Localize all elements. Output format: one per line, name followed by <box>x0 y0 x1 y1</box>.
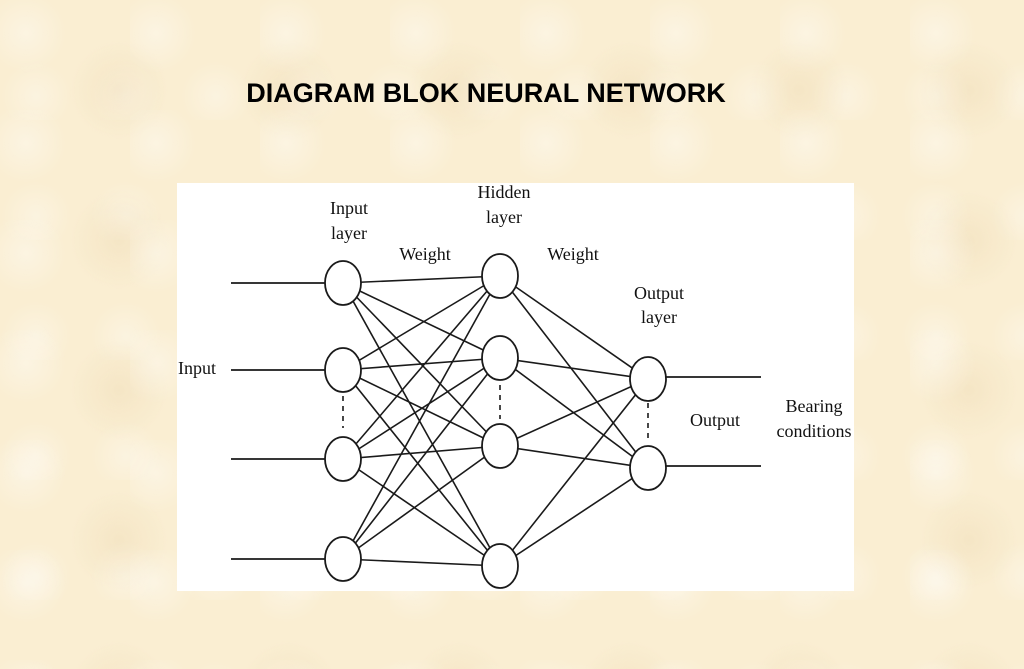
input-hidden-weight-line <box>342 445 501 460</box>
hidden-layer-label-line2: layer <box>486 207 522 227</box>
ellipsis-dots-group <box>342 385 649 439</box>
output-layer-label-line2: layer <box>641 307 677 327</box>
input-hidden-weight-line <box>342 282 501 359</box>
input-hidden-weight-line <box>342 275 501 284</box>
hidden-output-weight-line <box>499 275 649 469</box>
input-hidden-weight-line <box>342 275 501 460</box>
hidden-output-weight-line <box>499 467 649 567</box>
connections-group <box>342 275 649 567</box>
input-hidden-weight-line <box>342 458 501 567</box>
input-layer-label-line1: Input <box>330 198 368 218</box>
input-hidden-weight-line <box>342 275 501 560</box>
hidden-node <box>481 253 519 299</box>
bearing-conditions-label-line2: conditions <box>777 421 852 441</box>
hidden-node <box>481 335 519 381</box>
input-hidden-weight-line <box>342 357 501 371</box>
input-hidden-weight-line <box>342 282 501 567</box>
output-layer-label-line1: Output <box>634 283 684 303</box>
input-layer-label-line2: layer <box>331 223 367 243</box>
input-hidden-weight-line <box>342 357 501 560</box>
input-node <box>324 347 362 393</box>
input-hidden-weight-line <box>342 445 501 560</box>
hidden-node <box>481 423 519 469</box>
input-hidden-weight-line <box>342 369 501 567</box>
hidden-output-weight-line <box>499 378 649 447</box>
page-title: DIAGRAM BLOK NEURAL NETWORK <box>246 78 726 108</box>
input-hidden-weight-line <box>342 275 501 371</box>
neural-network-diagram: Input layer Hidden layer Weight Weight O… <box>177 183 854 591</box>
input-hidden-weight-line <box>342 357 501 460</box>
hidden-output-weight-line <box>499 357 649 380</box>
bearing-conditions-label-line1: Bearing <box>786 396 843 416</box>
hidden-output-weight-line <box>499 445 649 469</box>
hidden-node <box>481 543 519 589</box>
input-hidden-weight-line <box>342 558 501 567</box>
nodes-group <box>324 253 667 589</box>
weight-label-2: Weight <box>547 244 599 264</box>
output-node <box>629 445 667 491</box>
hidden-layer-label-line1: Hidden <box>478 183 531 202</box>
input-label: Input <box>178 358 216 378</box>
input-node <box>324 536 362 582</box>
hidden-output-weight-line <box>499 378 649 567</box>
hidden-output-weight-line <box>499 275 649 380</box>
diagram-canvas: Input layer Hidden layer Weight Weight O… <box>178 183 852 589</box>
output-node <box>629 356 667 402</box>
io-lines-group <box>231 282 761 560</box>
input-node <box>324 260 362 306</box>
output-label: Output <box>690 410 740 430</box>
weight-label-1: Weight <box>399 244 451 264</box>
input-node <box>324 436 362 482</box>
